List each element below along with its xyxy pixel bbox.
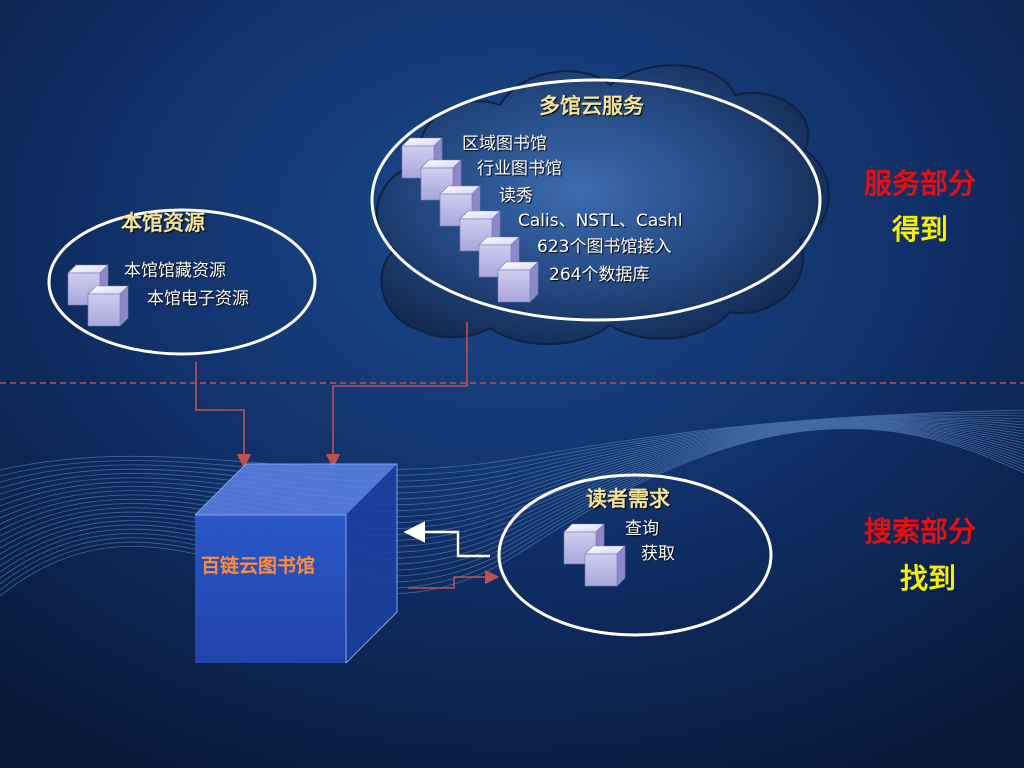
wave-line <box>0 424 1024 561</box>
service-section-label: 服务部分 <box>864 167 977 200</box>
reader-need-item: 查询 <box>625 519 659 539</box>
search-section-sublabel: 找到 <box>900 562 957 595</box>
wave-line <box>0 426 1024 573</box>
reader-need-item: 获取 <box>641 544 675 564</box>
central-library-cube <box>194 463 398 664</box>
cloud-service-item: 623个图书馆接入 <box>537 237 672 257</box>
reader-to-library-arrow <box>403 521 490 558</box>
wave-line <box>0 418 1024 501</box>
search-section-label: 搜索部分 <box>864 515 977 548</box>
library-to-reader-arrow <box>408 569 500 589</box>
local-to-library-connector <box>195 362 252 469</box>
wave-line <box>0 412 1024 477</box>
wave-line <box>0 419 1024 507</box>
resource-cube-icon <box>478 236 520 278</box>
service-section-sublabel: 得到 <box>892 213 949 246</box>
cloud-services-title: 多馆云服务 <box>539 94 644 118</box>
wave-line <box>0 427 1024 585</box>
wave-line <box>0 427 1024 591</box>
local-resources-title: 本馆资源 <box>121 211 205 235</box>
local-resource-item: 本馆电子资源 <box>147 289 249 309</box>
wave-line <box>0 423 1024 549</box>
resource-cube-icon <box>584 545 626 587</box>
wave-line <box>0 421 1024 531</box>
wave-line <box>0 416 1024 489</box>
wave-line <box>0 425 1024 567</box>
wave-line <box>0 421 1024 525</box>
cloud-to-library-connector <box>325 322 468 469</box>
wave-line <box>0 420 1024 519</box>
local-resource-item: 本馆馆藏资源 <box>124 261 226 281</box>
local-resources-ellipse <box>47 208 317 356</box>
cloud-service-item: 264个数据库 <box>549 265 650 285</box>
wave-line <box>0 414 1024 483</box>
cloud-service-item: 区域图书馆 <box>462 134 547 154</box>
wave-line <box>0 419 1024 513</box>
central-library-label: 百链云图书馆 <box>201 555 316 577</box>
cloud-service-item: 读秀 <box>499 186 533 206</box>
cloud-service-item: Calis、NSTL、Cashl <box>518 211 683 231</box>
cloud-services-ellipse <box>370 78 822 322</box>
resource-cube-icon <box>87 285 129 327</box>
wave-line <box>0 422 1024 537</box>
cloud-service-item: 行业图书馆 <box>477 159 562 179</box>
reader-needs-ellipse <box>497 473 773 637</box>
wave-line <box>0 409 1024 471</box>
wave-line <box>0 424 1024 555</box>
wave-line <box>0 417 1024 495</box>
resource-cubes <box>67 137 626 587</box>
wave-line <box>0 426 1024 579</box>
resource-cube-icon <box>497 261 539 303</box>
reader-needs-title: 读者需求 <box>586 487 670 511</box>
